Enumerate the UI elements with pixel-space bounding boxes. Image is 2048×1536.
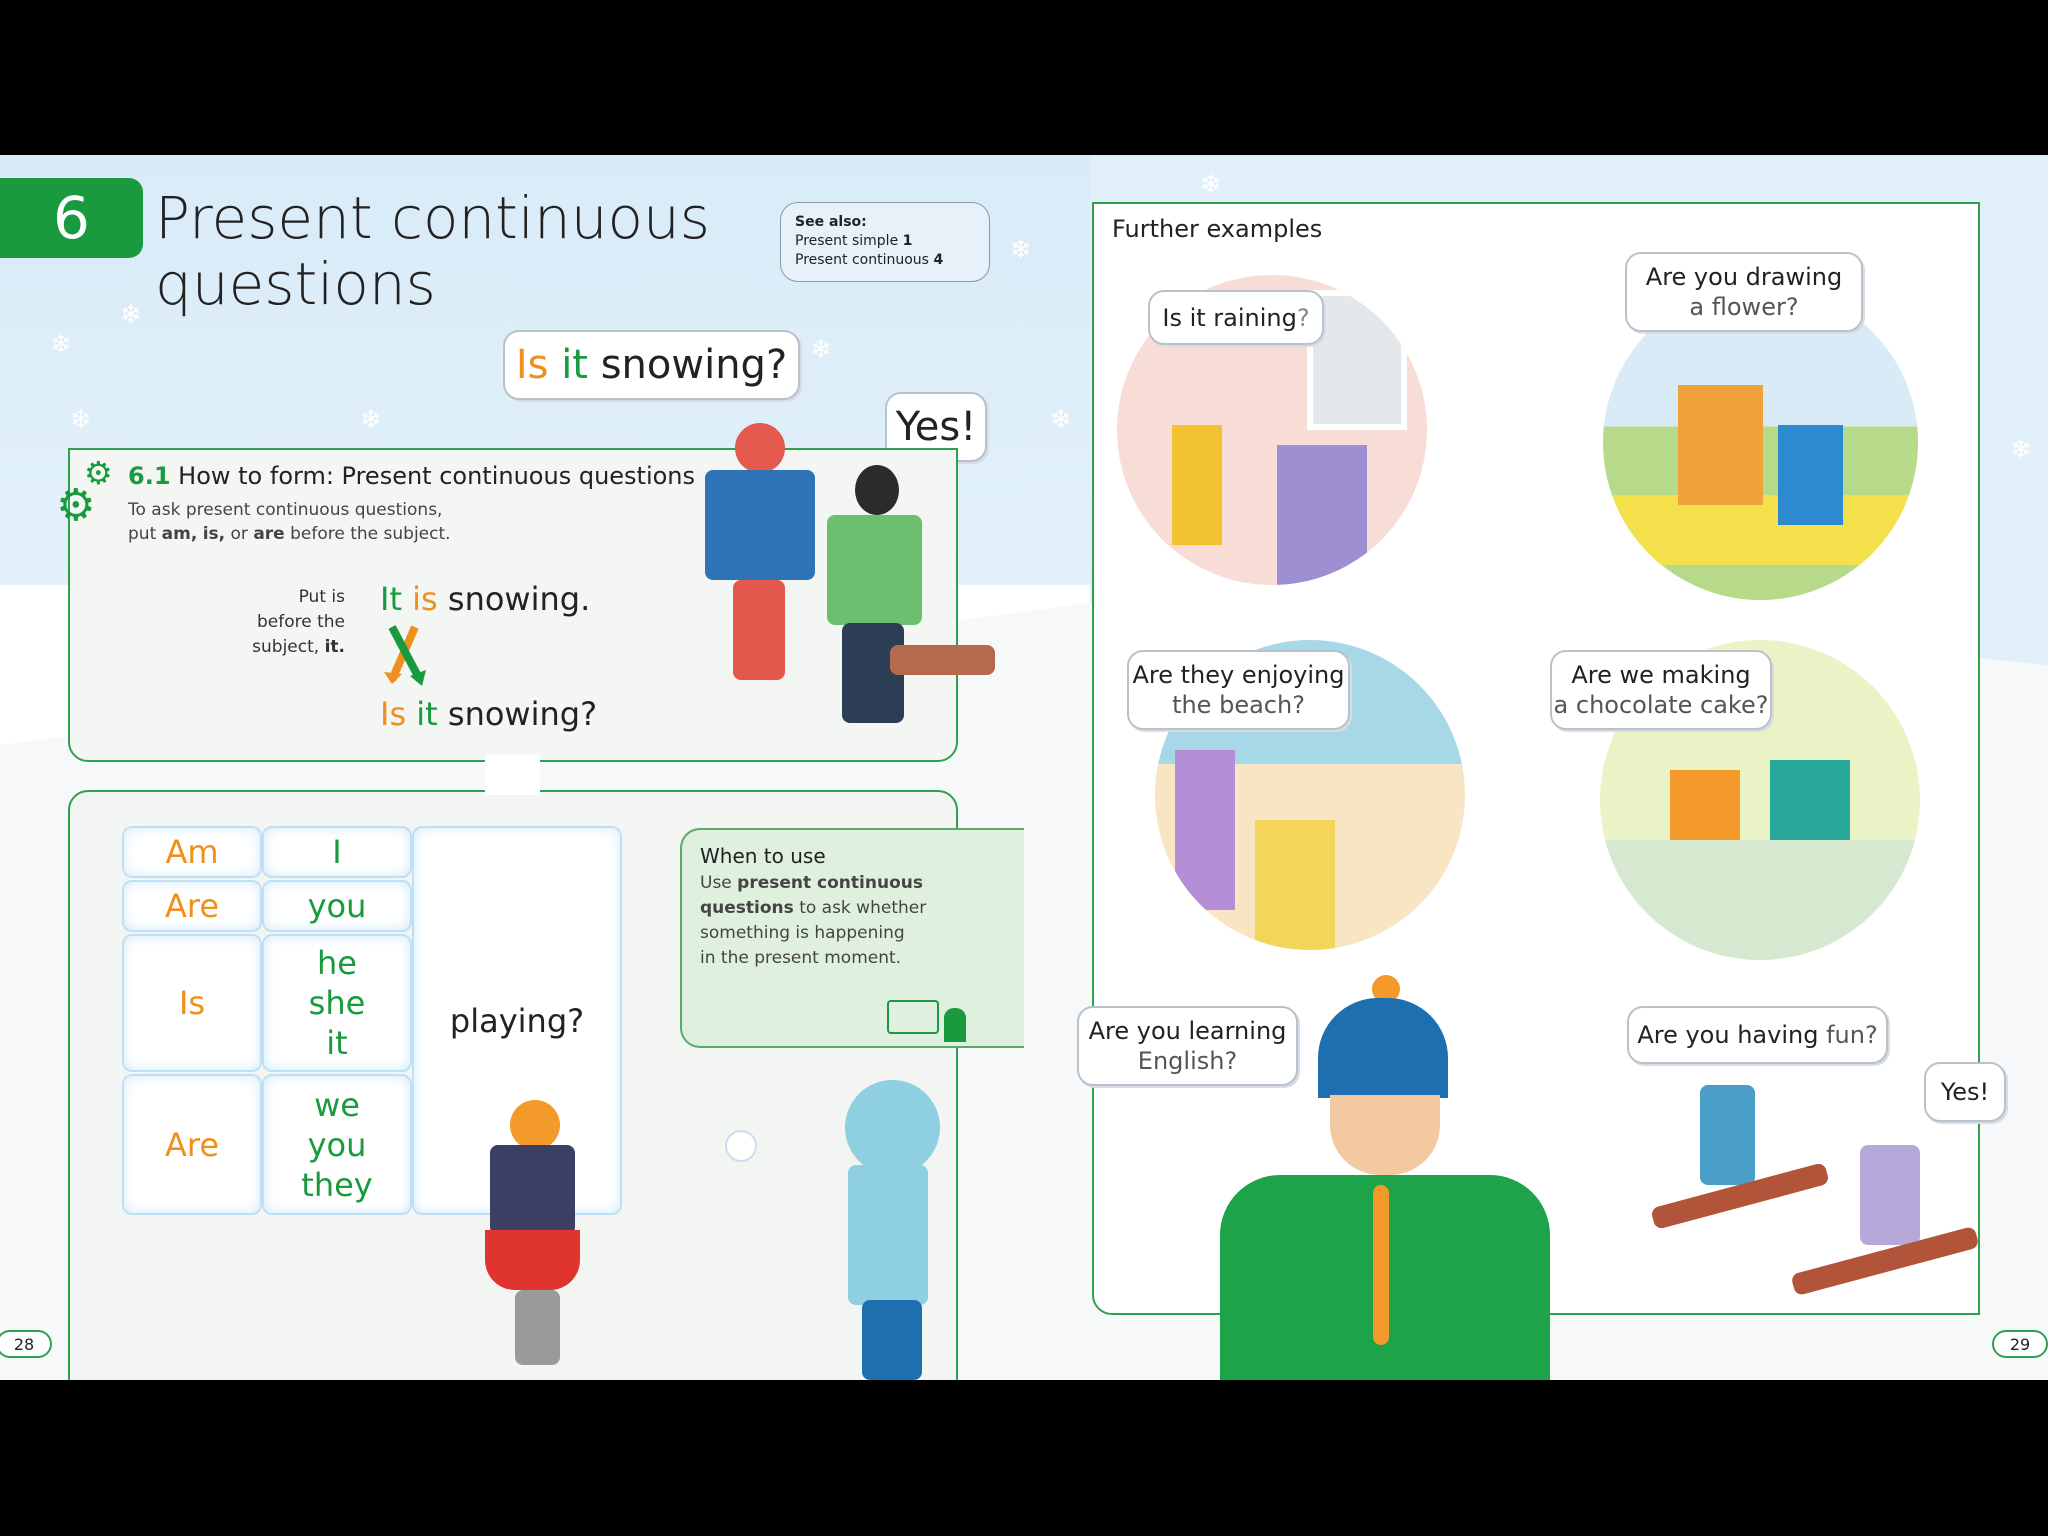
speech-bubble-yes: Yes! [1924,1062,2006,1122]
section-description: To ask present continuous questions, put… [128,500,451,544]
speech-bubble: Is it raining? [1148,290,1324,345]
swap-arrows-icon [384,625,426,686]
section-heading: 6.1 How to form: Present continuous ques… [128,462,696,490]
further-examples-heading: Further examples [1112,215,1323,243]
boy-jacket-figure [827,515,922,625]
boy-figure [1255,820,1335,950]
title-line: questions [155,250,436,318]
see-also-link[interactable]: Present simple 1 [795,233,913,249]
table-figure [1600,840,1920,960]
child-figure [1670,770,1740,850]
page-title: Present continuous questions [155,185,710,317]
snowflake-icon: ❄ [1050,405,1072,435]
speech-bubble: Is it snowing? [503,330,800,400]
snowflake-icon: ❄ [360,405,382,435]
child-hood-figure [845,1080,940,1175]
girl-head-figure [510,1100,560,1150]
boy-hat-figure [1318,998,1448,1098]
jacket-zip-figure [1373,1185,1389,1345]
how-to-form-panel: ⚙ ⚙ 6.1 How to form: Present continuous … [56,448,958,762]
girl-legs-figure [515,1290,560,1365]
boy-figure [1277,445,1367,585]
window-figure [1307,290,1407,430]
title-line: Present continuous [155,184,711,252]
subject-cell: you [262,880,412,932]
verb-cell: Is [122,934,262,1072]
speech-bubble: Are you having fun? [1627,1006,1888,1064]
snowflake-icon: ❄ [120,300,142,330]
example-statement: It is snowing. [380,580,591,618]
example-question: Is it snowing? [380,695,598,733]
teacher-board-icon [887,1000,939,1034]
verb-cell: Are [122,1074,262,1215]
teacher-icon [944,1008,966,1042]
child-coat-figure [848,1165,928,1305]
girl-figure [1678,385,1763,505]
see-also-link[interactable]: Present continuous 4 [795,252,944,268]
book-spread: ❄ ❄ ❄ ❄ ❄ ❄ ❄ ❄ ❄ 6 Present continuous q… [0,155,2048,1380]
snowflake-icon: ❄ [810,335,832,365]
boy-figure [1172,425,1222,545]
snowflake-icon: ❄ [2010,435,2032,465]
snowflake-icon: ❄ [1010,235,1032,265]
chapter-number: 6 [0,178,143,258]
panel-connector [485,755,540,795]
sledding-child-figure [1860,1145,1920,1245]
snowflake-icon: ❄ [70,405,92,435]
snowflake-icon: ❄ [1200,170,1222,200]
see-also-heading: See also: [795,214,867,230]
girl-figure [1175,750,1235,910]
sledding-child-figure [1700,1085,1755,1185]
child-figure [1770,760,1850,850]
subject-cell: I [262,826,412,878]
sled-figure [890,645,995,675]
illustration-drawing [1603,285,1918,600]
snowball-figure [725,1130,757,1162]
girl-figure [1778,425,1843,525]
page-number: 29 [1992,1330,2048,1358]
girl-sweater-figure [705,470,815,580]
girl-legs-figure [733,580,785,680]
gear-icon: ⚙ [84,454,113,492]
mat-figure [1613,495,1913,565]
see-also-box: See also: Present simple 1 Present conti… [780,202,990,282]
girl-skirt-figure [485,1230,580,1290]
verb-cell: Are [122,880,262,932]
girl-hat-figure [735,423,785,473]
child-legs-figure [862,1300,922,1380]
boy-face-figure [1330,1095,1440,1175]
boy-head-figure [855,465,899,515]
verb-cell: Am [122,826,262,878]
gear-icon: ⚙ [56,480,96,531]
when-to-use-box: When to use Use present continuous quest… [680,828,1024,1048]
when-to-use-heading: When to use [700,844,826,868]
snowflake-icon: ❄ [50,330,72,360]
girl-coat-figure [490,1145,575,1235]
page-number: 28 [0,1330,52,1358]
